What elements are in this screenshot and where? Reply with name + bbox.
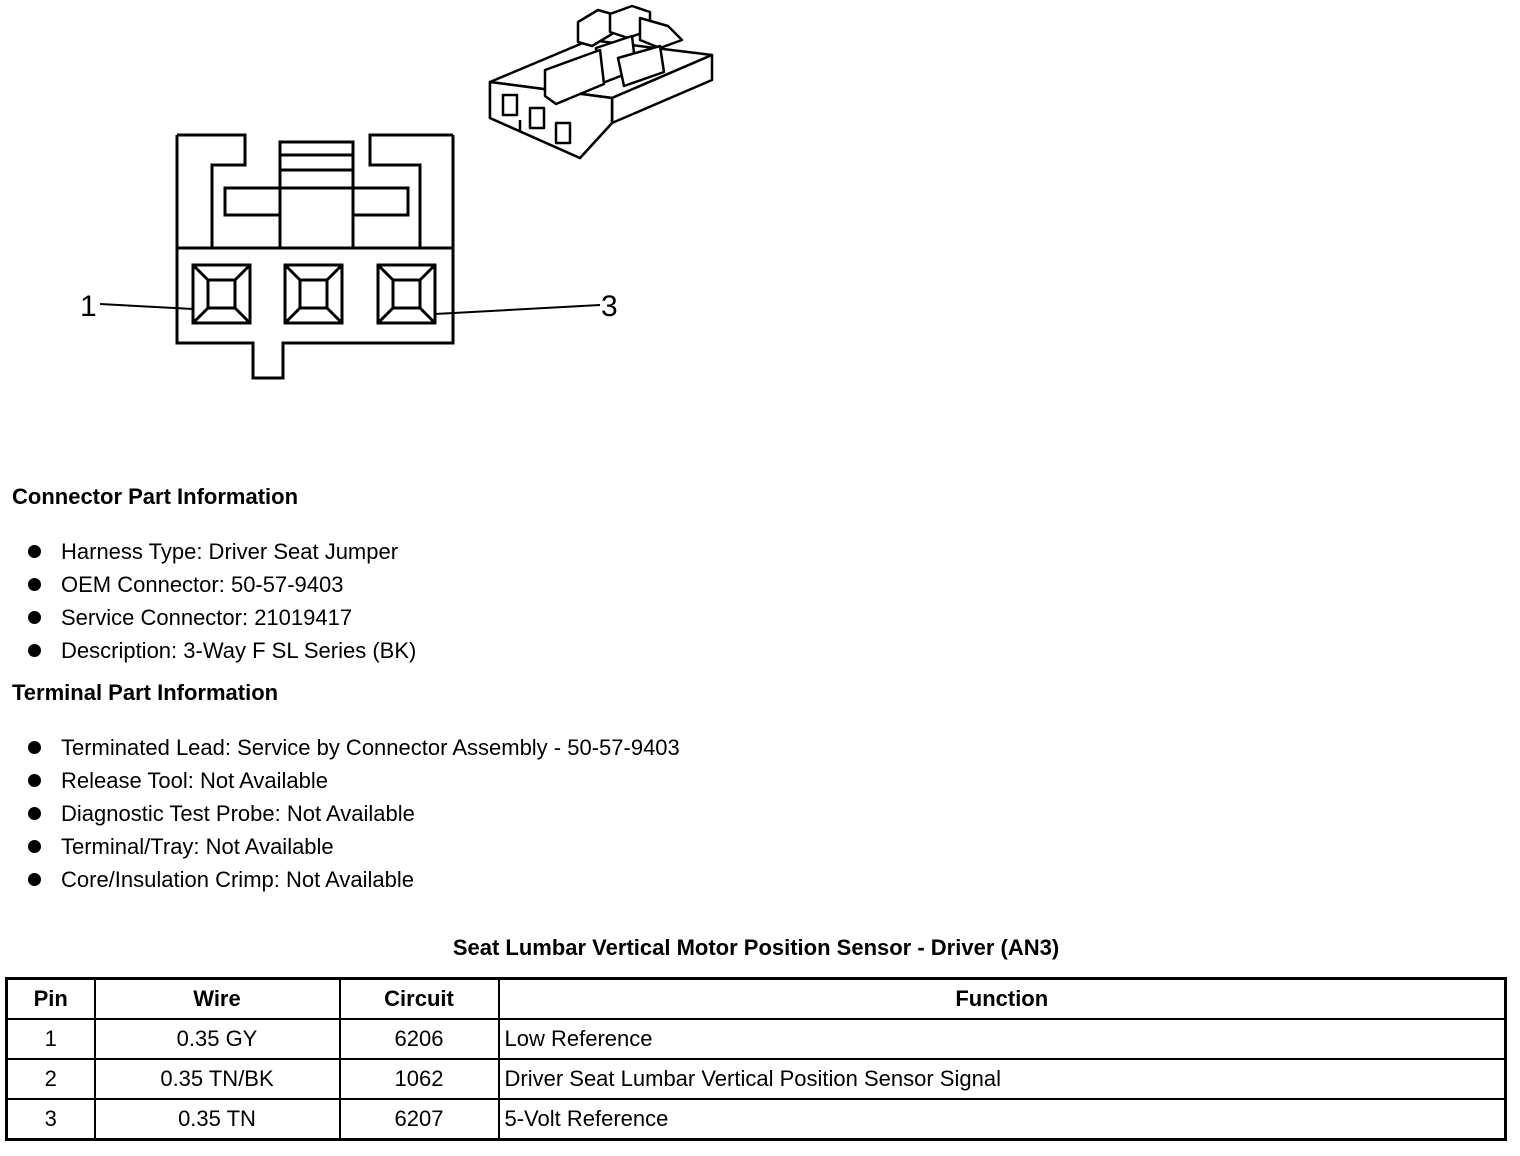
list-item: Core/Insulation Crimp: Not Available bbox=[28, 863, 680, 896]
function-cell: 5-Volt Reference bbox=[497, 1098, 1507, 1141]
list-item-text: Release Tool: Not Available bbox=[61, 768, 329, 793]
column-header-pin: Pin bbox=[5, 977, 96, 1020]
list-item: Harness Type: Driver Seat Jumper bbox=[28, 535, 416, 568]
connector-face-view bbox=[175, 133, 455, 380]
bullet-icon bbox=[28, 578, 41, 591]
list-item: Release Tool: Not Available bbox=[28, 764, 680, 797]
list-item-text: Description: 3-Way F SL Series (BK) bbox=[61, 638, 417, 663]
pin-cell: 1 bbox=[5, 1018, 96, 1060]
bullet-icon bbox=[28, 774, 41, 787]
column-header-circuit: Circuit bbox=[338, 977, 500, 1020]
bullet-icon bbox=[28, 873, 41, 886]
list-item-text: Terminated Lead: Service by Connector As… bbox=[61, 735, 680, 760]
terminal-cavity-3 bbox=[376, 263, 437, 325]
pinout-table: Pin Wire Circuit Function 1 0.35 GY 6206… bbox=[5, 977, 1507, 1141]
pin-1-leader-line bbox=[99, 303, 194, 310]
list-item-text: Terminal/Tray: Not Available bbox=[61, 834, 334, 859]
connector-3d-view bbox=[488, 4, 714, 160]
bullet-icon bbox=[28, 840, 41, 853]
terminal-cavity-2 bbox=[283, 263, 344, 325]
list-item: Diagnostic Test Probe: Not Available bbox=[28, 797, 680, 830]
function-cell: Low Reference bbox=[497, 1018, 1507, 1060]
table-row: 2 0.35 TN/BK 1062 Driver Seat Lumbar Ver… bbox=[5, 1058, 1507, 1100]
column-header-wire: Wire bbox=[93, 977, 341, 1020]
wire-cell: 0.35 GY bbox=[93, 1018, 341, 1060]
table-row: 1 0.35 GY 6206 Low Reference bbox=[5, 1018, 1507, 1060]
circuit-cell: 1062 bbox=[338, 1058, 500, 1100]
wire-cell: 0.35 TN/BK bbox=[93, 1058, 341, 1100]
pin-1-label: 1 bbox=[80, 290, 97, 323]
bullet-icon bbox=[28, 807, 41, 820]
bullet-icon bbox=[28, 545, 41, 558]
connector-diagram: 1 3 bbox=[80, 4, 714, 380]
connector-part-info-heading: Connector Part Information bbox=[12, 484, 299, 509]
bullet-icon bbox=[28, 741, 41, 754]
pin-3-leader-line bbox=[434, 304, 601, 315]
table-row: 3 0.35 TN 6207 5-Volt Reference bbox=[5, 1098, 1507, 1141]
circuit-cell: 6206 bbox=[338, 1018, 500, 1060]
terminal-part-info-list: Terminated Lead: Service by Connector As… bbox=[28, 731, 680, 896]
terminal-cavity-1 bbox=[191, 263, 252, 325]
list-item: Terminal/Tray: Not Available bbox=[28, 830, 680, 863]
list-item: Description: 3-Way F SL Series (BK) bbox=[28, 634, 416, 667]
connector-part-info-list: Harness Type: Driver Seat Jumper OEM Con… bbox=[28, 535, 416, 667]
list-item-text: Core/Insulation Crimp: Not Available bbox=[61, 867, 414, 892]
column-header-function: Function bbox=[497, 977, 1507, 1020]
function-cell: Driver Seat Lumbar Vertical Position Sen… bbox=[497, 1058, 1507, 1100]
list-item-text: Service Connector: 21019417 bbox=[61, 605, 353, 630]
pinout-table-title: Seat Lumbar Vertical Motor Position Sens… bbox=[452, 935, 1060, 960]
table-header-row: Pin Wire Circuit Function bbox=[5, 977, 1507, 1020]
pin-3-label: 3 bbox=[601, 290, 618, 323]
list-item: Service Connector: 21019417 bbox=[28, 601, 416, 634]
list-item: Terminated Lead: Service by Connector As… bbox=[28, 731, 680, 764]
terminal-part-info-heading: Terminal Part Information bbox=[12, 680, 279, 705]
circuit-cell: 6207 bbox=[338, 1098, 500, 1141]
list-item-text: OEM Connector: 50-57-9403 bbox=[61, 572, 344, 597]
list-item: OEM Connector: 50-57-9403 bbox=[28, 568, 416, 601]
bullet-icon bbox=[28, 644, 41, 657]
pin-cell: 2 bbox=[5, 1058, 96, 1100]
pin-cell: 3 bbox=[5, 1098, 96, 1141]
bullet-icon bbox=[28, 611, 41, 624]
list-item-text: Harness Type: Driver Seat Jumper bbox=[61, 539, 399, 564]
wire-cell: 0.35 TN bbox=[93, 1098, 341, 1141]
list-item-text: Diagnostic Test Probe: Not Available bbox=[61, 801, 415, 826]
